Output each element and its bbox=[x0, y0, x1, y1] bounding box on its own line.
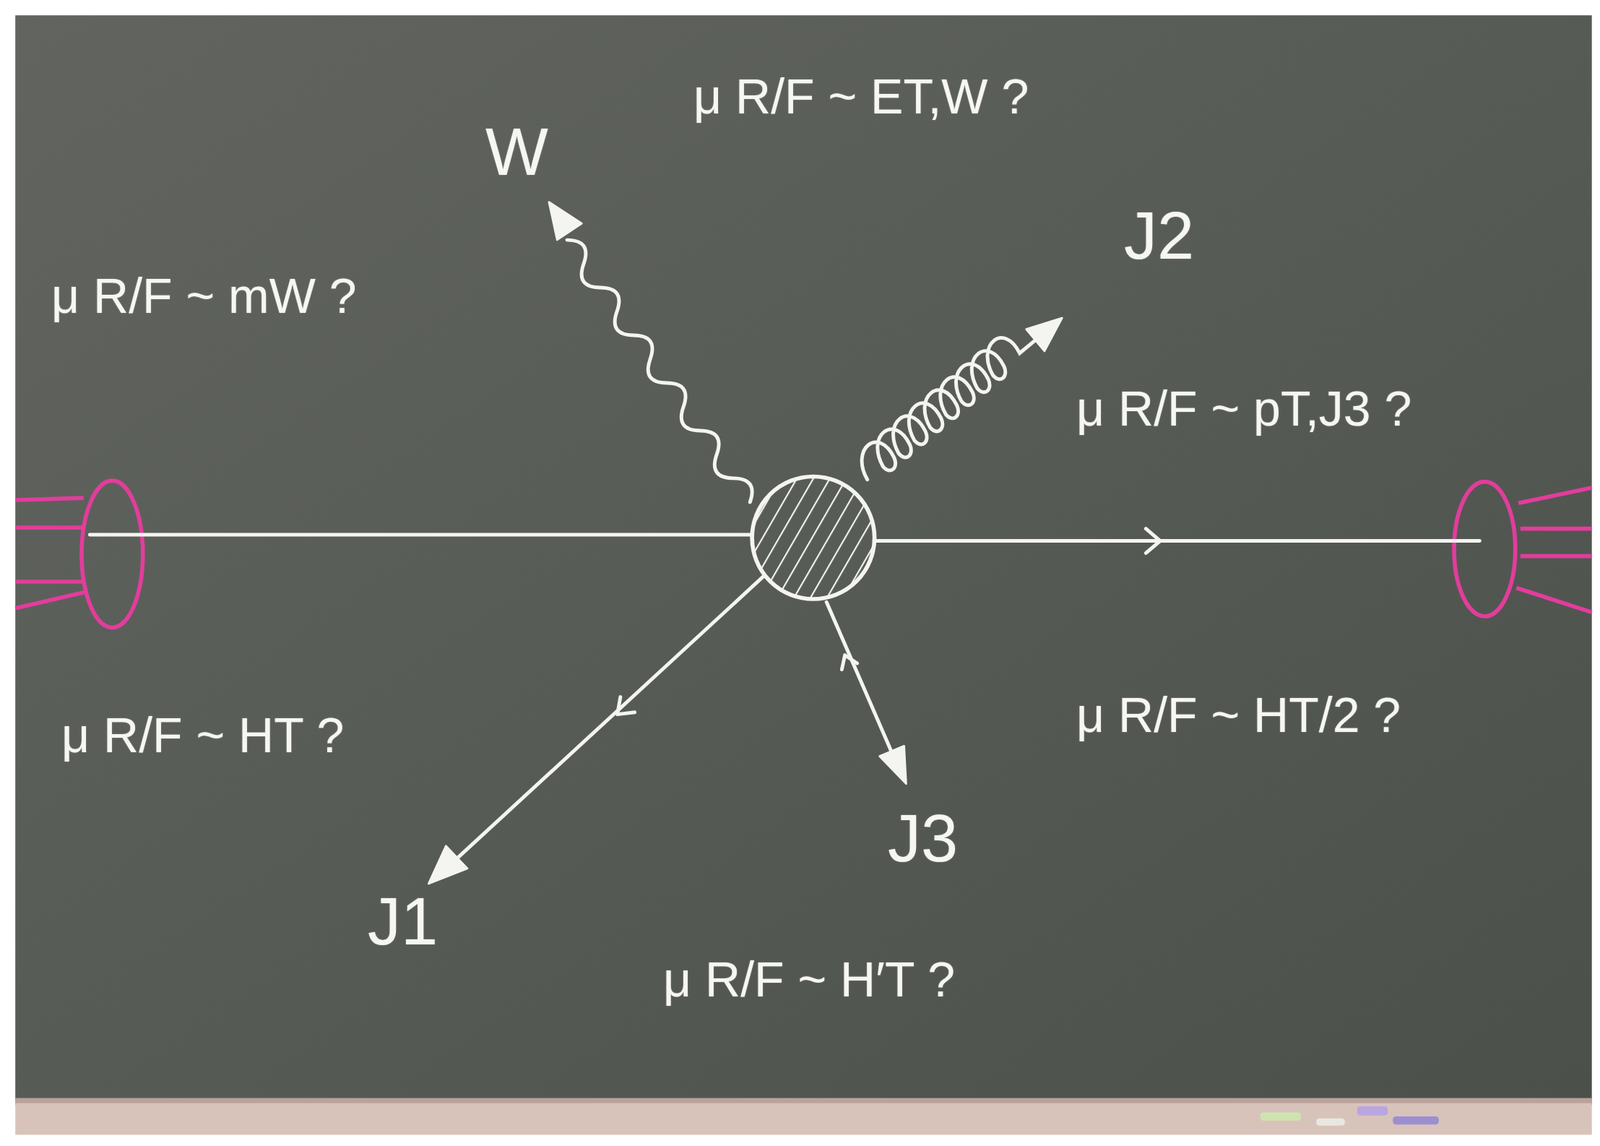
particle-label: J3 bbox=[887, 801, 958, 875]
chalk-pieces bbox=[1260, 1105, 1439, 1126]
proton-left bbox=[15, 480, 144, 627]
scale-label: μ R/F ~ ET,W ? bbox=[693, 69, 1029, 124]
proton-right bbox=[1454, 481, 1593, 617]
scale-label: μ R/F ~ pT,J3 ? bbox=[1076, 381, 1412, 436]
chalkboard bbox=[15, 15, 1593, 1105]
gluon-line bbox=[850, 297, 1072, 491]
w-boson-line bbox=[567, 239, 752, 503]
chalk-tray-edge bbox=[15, 1097, 1593, 1104]
particle-label: W bbox=[485, 115, 549, 189]
chalk-tray bbox=[15, 1099, 1593, 1135]
interaction-blob bbox=[744, 469, 883, 608]
particle-label: J1 bbox=[367, 884, 438, 958]
arrowheads bbox=[428, 202, 906, 884]
scale-label: μ R/F ~ HT/2 ? bbox=[1076, 687, 1401, 742]
particle-label: J2 bbox=[1123, 199, 1195, 273]
scale-label: μ R/F ~ mW ? bbox=[51, 268, 357, 323]
scale-label: μ R/F ~ H′T ? bbox=[663, 952, 955, 1007]
scale-label: μ R/F ~ HT ? bbox=[61, 707, 344, 763]
